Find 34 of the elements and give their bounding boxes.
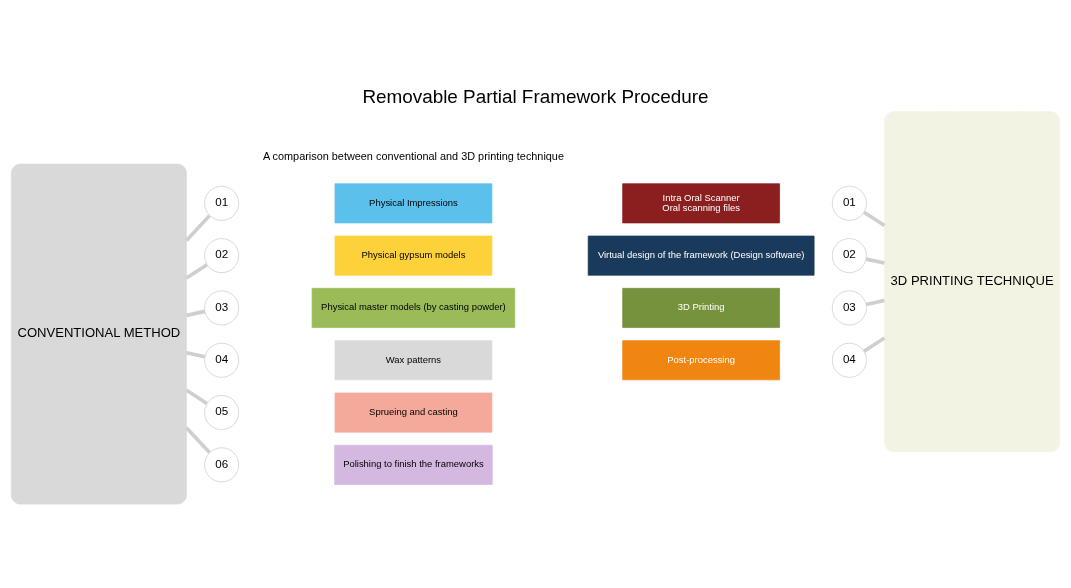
node-box: Sprueing and casting xyxy=(334,392,493,433)
node-circle: 04 xyxy=(204,342,240,378)
node-box: 3D PRINTING TECHNIQUE xyxy=(884,110,1061,452)
node-circle: 03 xyxy=(204,290,240,325)
diagram-title: Removable Partial Framework Procedure xyxy=(362,85,709,107)
label: A comparison between conventional and 3D printing technique xyxy=(262,149,564,162)
node-box: Physical gypsum models xyxy=(334,235,493,276)
node-circle: 01 xyxy=(831,185,867,221)
connector xyxy=(185,262,208,279)
node-box: Post-processing xyxy=(622,339,780,380)
node-box: Polishing to finish the frameworks xyxy=(334,444,493,485)
node-circle: 03 xyxy=(831,290,867,325)
connector xyxy=(863,210,886,227)
connector xyxy=(185,388,208,405)
connector xyxy=(186,309,206,317)
connector xyxy=(865,256,885,265)
node-box: Physical master models (by casting powder) xyxy=(311,287,516,328)
connector xyxy=(186,350,206,359)
node-box: Wax patterns xyxy=(334,339,493,380)
node-box: 3D Printing xyxy=(622,287,780,328)
node-circle: 04 xyxy=(831,342,867,378)
node-box: Intra Oral Scanner Oral scanning files xyxy=(622,182,780,223)
connector xyxy=(185,213,211,242)
node-circle: 02 xyxy=(831,237,867,273)
node-box: Virtual design of the framework (Design software) xyxy=(587,235,815,276)
node-circle: 02 xyxy=(204,237,240,273)
connector xyxy=(185,426,211,454)
node-circle: 06 xyxy=(204,446,240,482)
node-circle: 01 xyxy=(204,185,240,221)
node-box: Physical Impressions xyxy=(334,182,493,223)
node-box: CONVENTIONAL METHOD xyxy=(10,163,187,504)
connector xyxy=(865,298,885,306)
connector xyxy=(863,336,886,353)
node-circle: 05 xyxy=(204,394,240,430)
